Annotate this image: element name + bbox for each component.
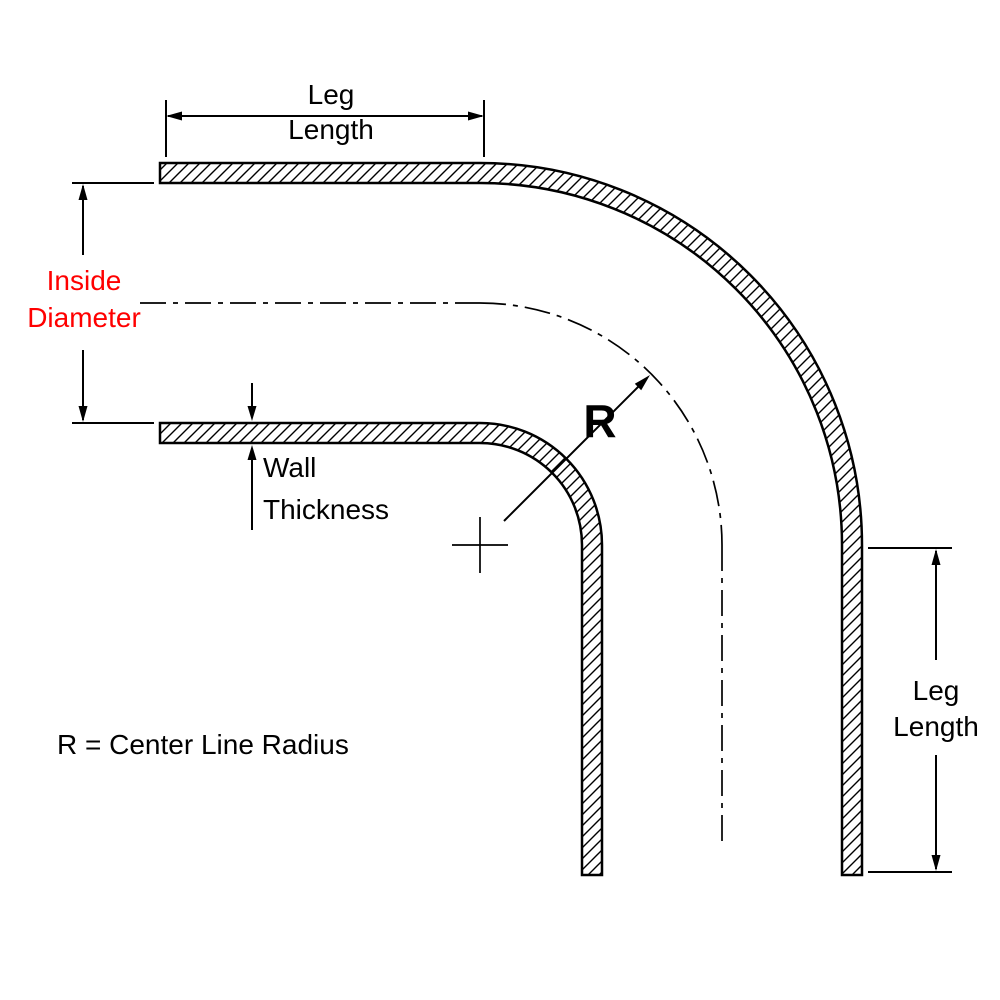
wall-thickness-label-line2: Thickness [263, 494, 389, 525]
right-leg-length-dimension: Leg Length [868, 547, 979, 873]
inner-wall-hatched [158, 421, 604, 877]
radius-legend: R = Center Line Radius [57, 729, 349, 760]
dimension-arrow-down [931, 855, 941, 871]
wall-thickness-dimension: Wall Thickness [247, 383, 389, 530]
dimension-arrow-up [78, 184, 88, 200]
wall-thickness-label-line1: Wall [263, 452, 316, 483]
centerline-bend-arc [479, 302, 723, 546]
centerlines [140, 302, 723, 845]
dimension-arrow-down [78, 406, 88, 422]
wall-thickness-arrow-up [247, 445, 257, 460]
radius-symbol-label: R [583, 395, 616, 447]
outer-wall-hatched [158, 161, 864, 877]
top-leg-length-label-line2: Length [288, 114, 374, 145]
top-leg-length-dimension: Leg Length [165, 79, 485, 157]
wall-thickness-arrow-down [247, 406, 257, 421]
top-leg-length-label-line1: Leg [308, 79, 355, 110]
bend-center-cross [452, 517, 508, 573]
dimension-arrow-up [931, 549, 941, 565]
dimension-arrow-right [468, 111, 484, 121]
inside-diameter-label-line1: Inside [47, 265, 122, 296]
dimension-arrow-left [166, 111, 182, 121]
radius-arrow-line [503, 385, 640, 522]
radius-callout: R [503, 375, 650, 522]
right-leg-length-label-line2: Length [893, 711, 979, 742]
inside-diameter-dimension: Inside Diameter [27, 182, 154, 424]
radius-arrowhead [634, 375, 650, 391]
inside-diameter-label-line2: Diameter [27, 302, 141, 333]
right-leg-length-label-line1: Leg [913, 675, 960, 706]
